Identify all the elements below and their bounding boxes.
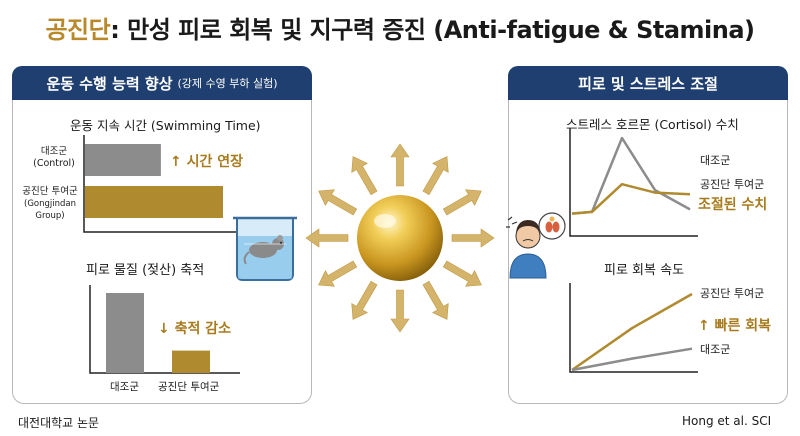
left-panel-header-sub: (강제 수영 부하 실험) xyxy=(177,77,278,90)
ray-arrow-11 xyxy=(442,189,482,216)
recovery-line-1 xyxy=(571,347,693,372)
swim-treat-label: 공진단 투여군 (Gongjindan Group) xyxy=(14,186,86,222)
right-panel xyxy=(508,66,788,404)
left-panel-header: 운동 수행 능력 향상 (강제 수영 부하 실험) xyxy=(12,66,312,100)
recovery-chart-title: 피로 회복 속도 xyxy=(604,263,685,278)
stressed-person-icon xyxy=(506,212,566,279)
ray-arrow-0 xyxy=(451,228,495,248)
ray-arrow-4 xyxy=(351,280,378,320)
cortisol-control-label: 대조군 xyxy=(700,154,731,167)
swim-treat-label-en: (Gongjindan Group) xyxy=(24,199,76,221)
footer-source-left: 대전대학교 논문 xyxy=(18,416,100,430)
swim-control-label-ko: 대조군 xyxy=(40,146,68,157)
cortisol-axes xyxy=(569,128,698,237)
ray-arrow-8 xyxy=(351,156,378,196)
swim-treat-label-ko: 공진단 투여군 xyxy=(22,186,78,197)
lactate-treat-label: 공진단 투여군 xyxy=(158,381,220,393)
cortisol-line-1 xyxy=(571,182,691,215)
swim-axes xyxy=(83,135,250,233)
recovery-control-label: 대조군 xyxy=(700,343,731,356)
ray-arrow-9 xyxy=(390,143,410,187)
swim-bar-1 xyxy=(85,186,223,218)
swim-bar-0 xyxy=(85,144,161,176)
lactate-bar-0 xyxy=(106,293,144,373)
cortisol-annotation: 조절된 수치 xyxy=(698,197,768,213)
gongjindan-pill xyxy=(357,195,443,281)
lactate-chart-title: 피로 물질 (젖산) 축적 xyxy=(86,263,205,278)
pill-highlight xyxy=(374,214,396,228)
beaker-mouse-icon xyxy=(233,216,297,281)
right-panel-header: 피로 및 스트레스 조절 xyxy=(508,66,788,100)
ray-arrow-6 xyxy=(305,228,349,248)
ray-arrow-5 xyxy=(318,260,358,287)
swim-annotation: ↑ 시간 연장 xyxy=(170,154,243,170)
swim-control-label: 대조군 (Control) xyxy=(28,146,80,170)
ray-arrow-7 xyxy=(318,189,358,216)
swim-control-label-en: (Control) xyxy=(33,158,75,169)
swim-chart-title: 운동 지속 시간 (Swimming Time) xyxy=(70,118,261,133)
recovery-treat-label: 공진단 투여군 xyxy=(700,287,765,300)
sun-rays xyxy=(305,143,495,333)
title-text: : 만성 피로 회복 및 지구력 증진 (Anti-fatigue & Stam… xyxy=(110,16,755,44)
recovery-axes xyxy=(569,283,698,373)
lactate-annotation: ↓ 축적 감소 xyxy=(158,321,231,337)
recovery-line-0 xyxy=(571,292,693,372)
ray-arrow-1 xyxy=(442,260,482,287)
footer-source-right: Hong et al. SCI xyxy=(682,414,772,428)
recovery-annotation: ↑ 빠른 회복 xyxy=(698,318,771,334)
lactate-bar-1 xyxy=(172,350,210,373)
ray-arrow-3 xyxy=(390,289,410,333)
right-panel-header-title: 피로 및 스트레스 조절 xyxy=(578,74,718,93)
lactate-control-label: 대조군 xyxy=(110,381,139,393)
ray-arrow-2 xyxy=(422,280,449,320)
page-title: 공진단: 만성 피로 회복 및 지구력 증진 (Anti-fatigue & S… xyxy=(0,10,800,45)
cortisol-chart-title: 스트레스 호르몬 (Cortisol) 수치 xyxy=(566,117,739,132)
title-accent: 공진단 xyxy=(45,16,111,44)
ray-arrow-10 xyxy=(422,156,449,196)
cortisol-treat-label: 공진단 투여군 xyxy=(700,178,765,191)
left-panel-header-title: 운동 수행 능력 향상 xyxy=(46,74,173,93)
